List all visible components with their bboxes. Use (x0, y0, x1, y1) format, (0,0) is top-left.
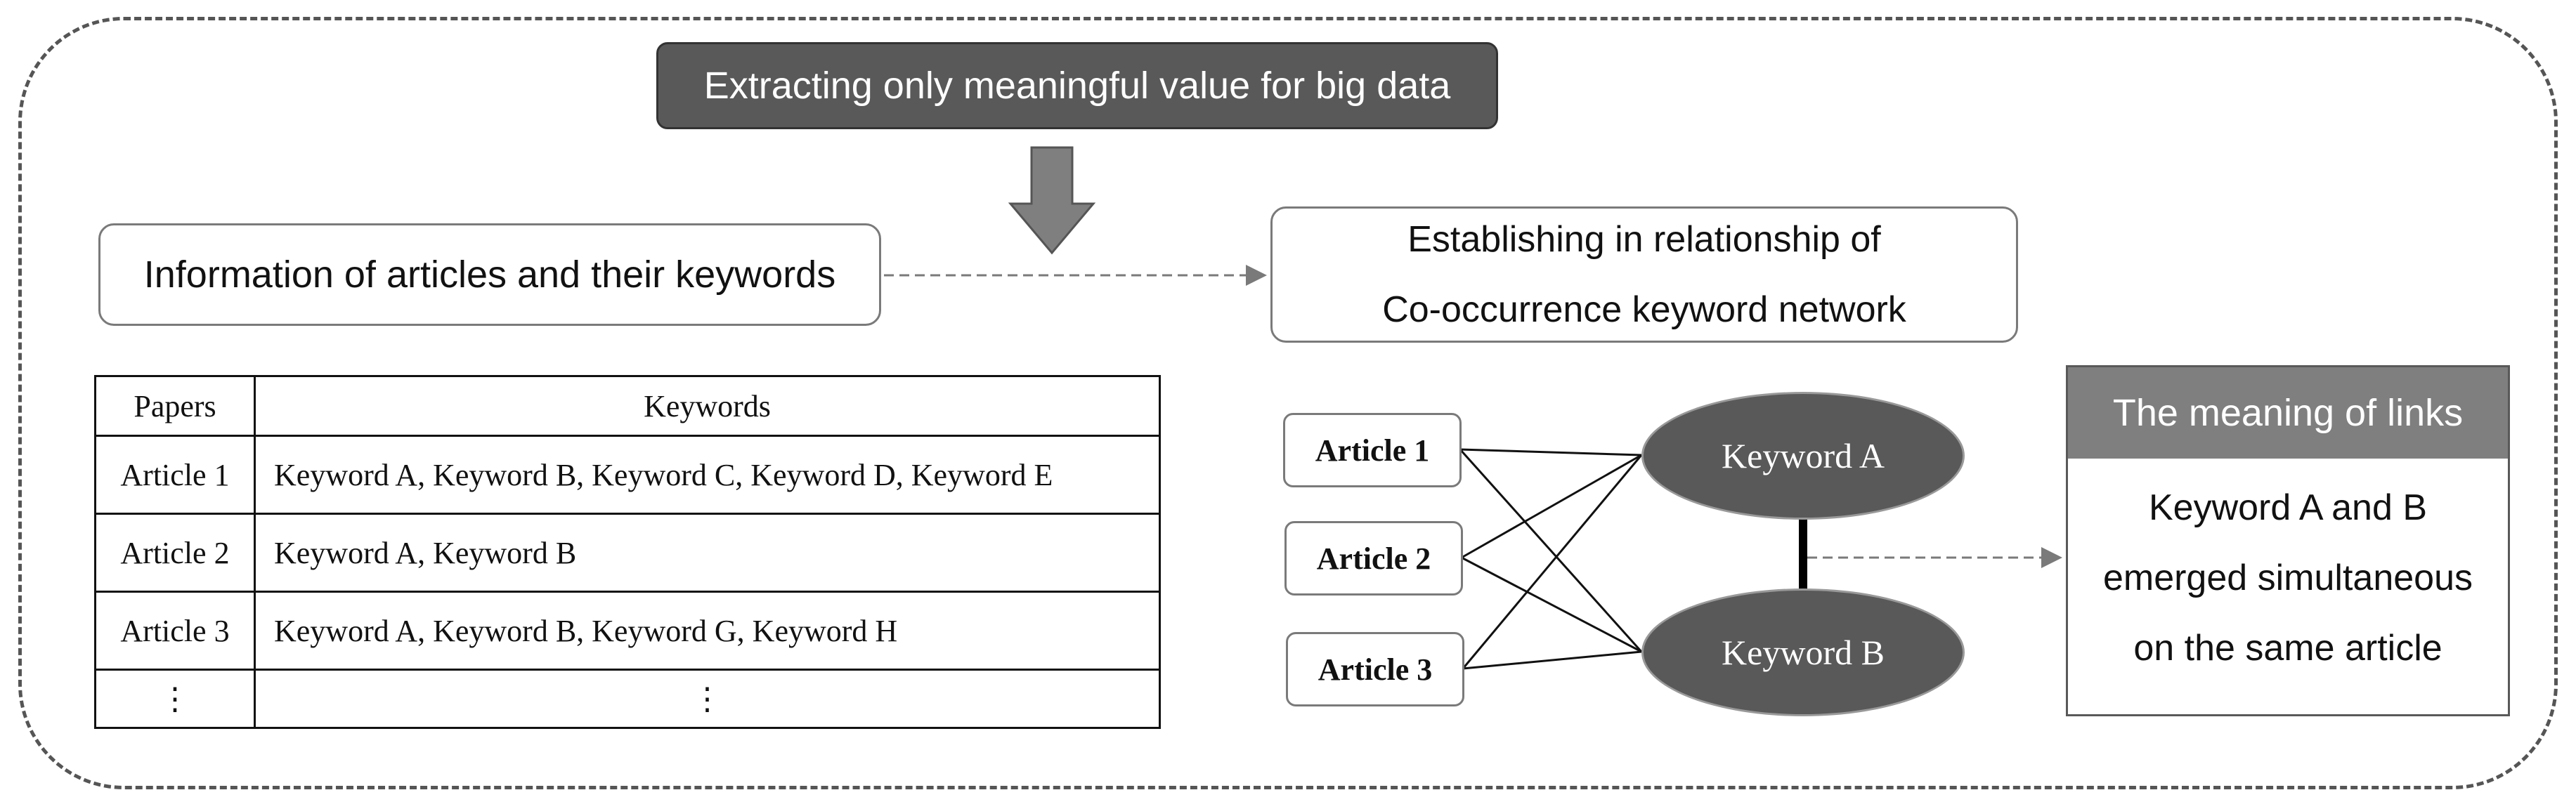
meaning-line-1: Keyword A and B (2148, 487, 2428, 528)
cell-paper: Article 3 (94, 591, 256, 671)
meaning-title-text: The meaning of links (2112, 392, 2464, 434)
cell-keywords-ellipsis: ⋮ (254, 669, 1161, 729)
top-banner: Extracting only meaningful value for big… (656, 42, 1498, 129)
keyword-node-b: Keyword B (1641, 588, 1965, 716)
edge-article3-keywordB (1462, 650, 1642, 670)
info-box: Information of articles and their keywor… (98, 223, 881, 326)
article-node-1: Article 1 (1283, 413, 1462, 487)
edge-article3-keywordA (1462, 454, 1643, 669)
edge-article1-keywordA (1459, 448, 1642, 456)
edge-article2-keywordB (1461, 556, 1642, 653)
table-row: ⋮ ⋮ (94, 669, 1161, 729)
meaning-line-2: emerged simultaneous (2102, 558, 2473, 598)
down-arrow-icon (1008, 146, 1096, 255)
header-keywords: Keywords (254, 375, 1161, 437)
cell-keywords: Keyword A, Keyword B, Keyword G, Keyword… (254, 591, 1161, 671)
article-node-3: Article 3 (1286, 632, 1464, 706)
edge-article2-keywordA (1461, 454, 1642, 559)
table-row: Article 2 Keyword A, Keyword B (94, 513, 1161, 593)
dashed-frame (18, 17, 2558, 789)
cell-paper: Article 2 (94, 513, 256, 593)
meaning-description: Keyword A and B emerged simultaneous on … (2068, 459, 2508, 683)
top-banner-text: Extracting only meaningful value for big… (703, 65, 1451, 107)
keyword-node-label: Keyword B (1722, 633, 1885, 672)
table-header-row: Papers Keywords (94, 375, 1161, 437)
cell-paper: Article 1 (94, 435, 256, 515)
edge-article1-keywordB (1459, 448, 1643, 653)
keyword-node-a: Keyword A (1641, 392, 1965, 520)
header-papers: Papers (94, 375, 256, 437)
meaning-box: The meaning of links Keyword A and B eme… (2066, 365, 2510, 716)
keyword-table: Papers Keywords Article 1 Keyword A, Key… (94, 375, 1161, 729)
table-row: Article 3 Keyword A, Keyword B, Keyword … (94, 591, 1161, 671)
cell-paper-ellipsis: ⋮ (94, 669, 256, 729)
article-node-label: Article 1 (1315, 433, 1430, 468)
relationship-box: Establishing in relationship of Co-occur… (1270, 206, 2018, 343)
keyword-node-label: Keyword A (1722, 436, 1885, 475)
article-node-label: Article 2 (1316, 541, 1431, 576)
cell-keywords: Keyword A, Keyword B (254, 513, 1161, 593)
article-node-2: Article 2 (1284, 521, 1463, 596)
table-row: Article 1 Keyword A, Keyword B, Keyword … (94, 435, 1161, 515)
meaning-title: The meaning of links (2068, 367, 2508, 459)
meaning-line-3: on the same article (2133, 628, 2442, 669)
info-box-text: Information of articles and their keywor… (143, 254, 836, 296)
relationship-line-2: Co-occurrence keyword network (1382, 289, 1906, 330)
cell-keywords: Keyword A, Keyword B, Keyword C, Keyword… (254, 435, 1161, 515)
relationship-line-1: Establishing in relationship of (1407, 219, 1881, 260)
article-node-label: Article 3 (1318, 652, 1433, 687)
